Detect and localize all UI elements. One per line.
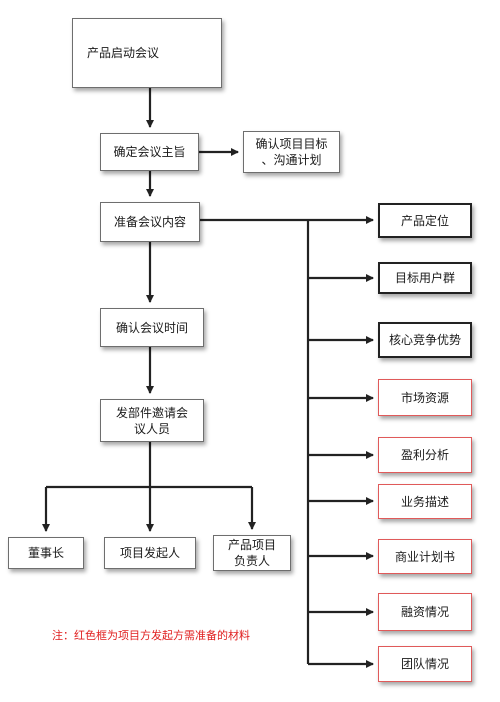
node-business-plan: 商业计划书 — [378, 539, 472, 574]
node-chairman: 董事长 — [8, 537, 84, 569]
node-product-owner: 产品项目 负责人 — [213, 535, 291, 571]
node-team: 团队情况 — [378, 646, 472, 682]
node-kickoff-meeting: 产品启动会议 — [72, 18, 222, 88]
node-send-invite: 发部件邀请会 议人员 — [100, 399, 204, 442]
node-market-resources: 市场资源 — [378, 379, 472, 416]
node-confirm-time: 确认会议时间 — [100, 308, 204, 347]
legend-note: 注：红色框为项目方发起方需准备的材料 — [52, 629, 250, 642]
node-target-users: 目标用户群 — [378, 262, 472, 294]
node-financing: 融资情况 — [378, 593, 472, 631]
node-confirm-goals: 确认项目目标 、沟通计划 — [243, 131, 340, 173]
node-initiator: 项目发起人 — [104, 537, 196, 569]
node-positioning: 产品定位 — [378, 203, 472, 238]
node-profit-analysis: 盈利分析 — [378, 437, 472, 473]
node-prepare-content: 准备会议内容 — [100, 202, 200, 242]
node-confirm-purpose: 确定会议主旨 — [100, 133, 199, 171]
node-core-advantage: 核心竞争优势 — [378, 322, 472, 358]
node-business-desc: 业务描述 — [378, 484, 472, 519]
